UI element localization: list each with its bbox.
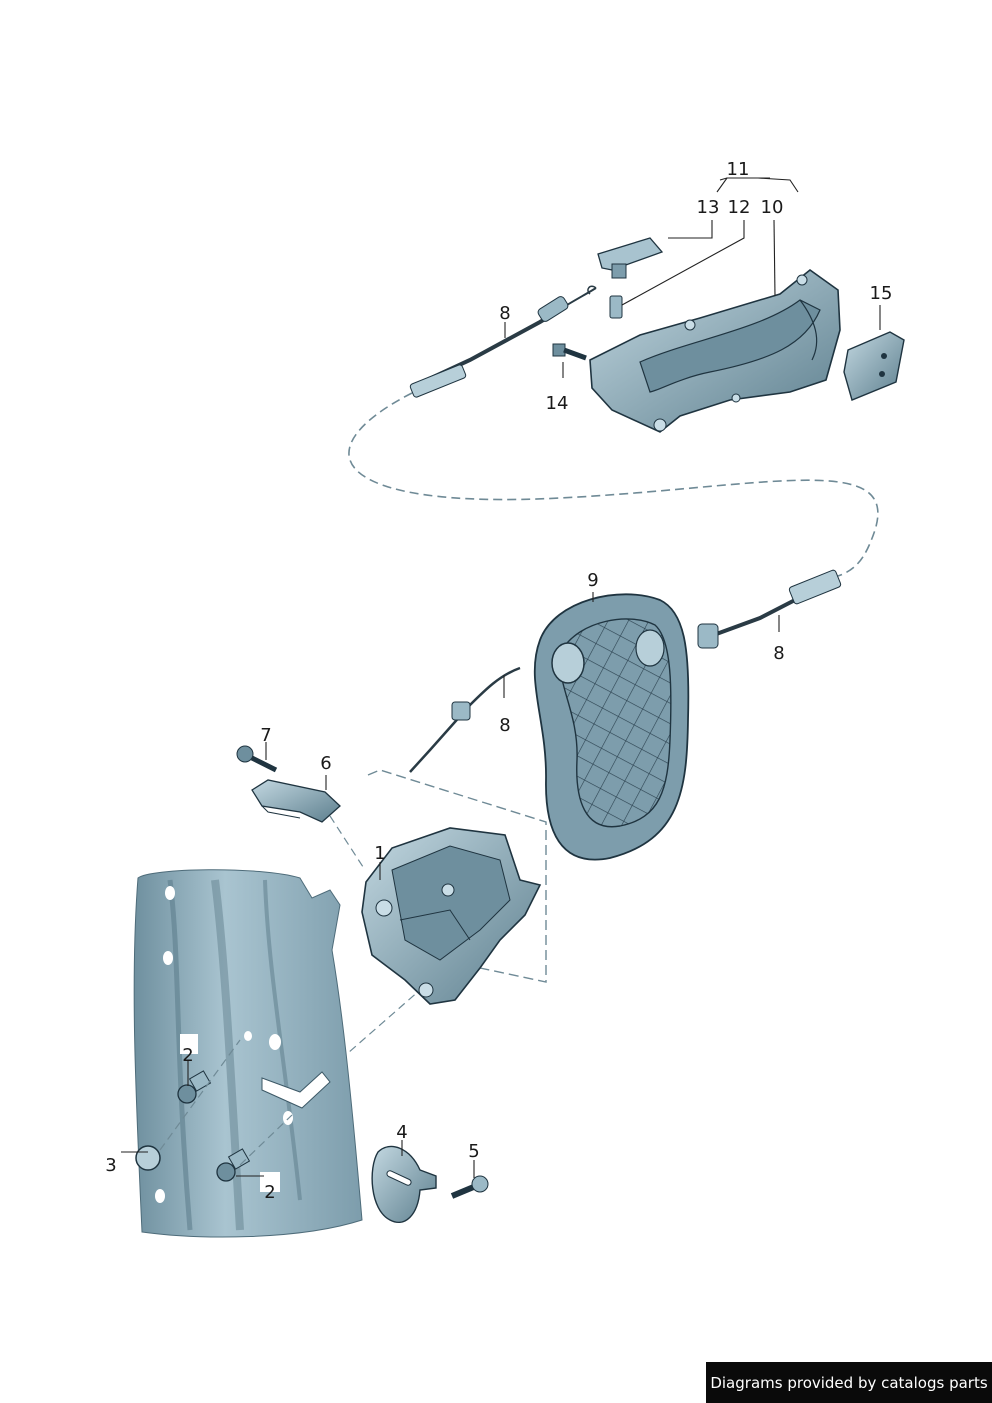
door-handle-housing xyxy=(589,268,841,433)
callout-1: 1 xyxy=(374,843,386,864)
callout-5: 5 xyxy=(468,1141,480,1162)
callout-8b: 8 xyxy=(773,643,785,664)
screw-2-lower xyxy=(216,1148,251,1182)
callout-3: 3 xyxy=(105,1155,117,1176)
blanking-plug xyxy=(135,1145,161,1171)
door-striker xyxy=(371,1145,437,1223)
cable-route-dashed xyxy=(348,392,879,577)
screw-2-upper xyxy=(177,1070,212,1104)
footer-credit-badge: Diagrams provided by catalogs parts xyxy=(706,1362,992,1403)
cable-upper xyxy=(409,285,597,398)
callout-10: 10 xyxy=(760,197,784,218)
door-panel xyxy=(133,869,363,1238)
callout-11: 11 xyxy=(726,159,750,180)
callout-12: 12 xyxy=(727,197,751,218)
screw-5 xyxy=(450,1175,489,1199)
callout-7: 7 xyxy=(260,725,272,746)
callout-15: 15 xyxy=(869,283,893,304)
callout-6: 6 xyxy=(320,753,332,774)
callout-8c: 8 xyxy=(499,715,511,736)
handle-clip xyxy=(609,295,623,319)
callout-9: 9 xyxy=(587,570,599,591)
lock-bracket xyxy=(251,779,341,823)
callout-2b: 2 xyxy=(264,1182,276,1203)
callout-13: 13 xyxy=(696,197,720,218)
callout-4: 4 xyxy=(396,1122,408,1143)
callout-8a: 8 xyxy=(499,303,511,324)
cable-lower xyxy=(409,666,521,773)
cable-middle xyxy=(697,569,842,649)
screw-7 xyxy=(236,745,278,773)
screw-14 xyxy=(552,343,587,361)
footer-credit-text: Diagrams provided by catalogs parts xyxy=(710,1373,988,1392)
callout-14: 14 xyxy=(545,393,569,414)
handle-bezel xyxy=(533,593,690,861)
lock-dashed-frame xyxy=(367,769,547,983)
handle-cap xyxy=(597,237,664,279)
lock-switch xyxy=(843,331,905,401)
leader-lines xyxy=(121,177,881,1178)
door-lock xyxy=(361,827,542,1005)
callout-2a: 2 xyxy=(182,1045,194,1066)
